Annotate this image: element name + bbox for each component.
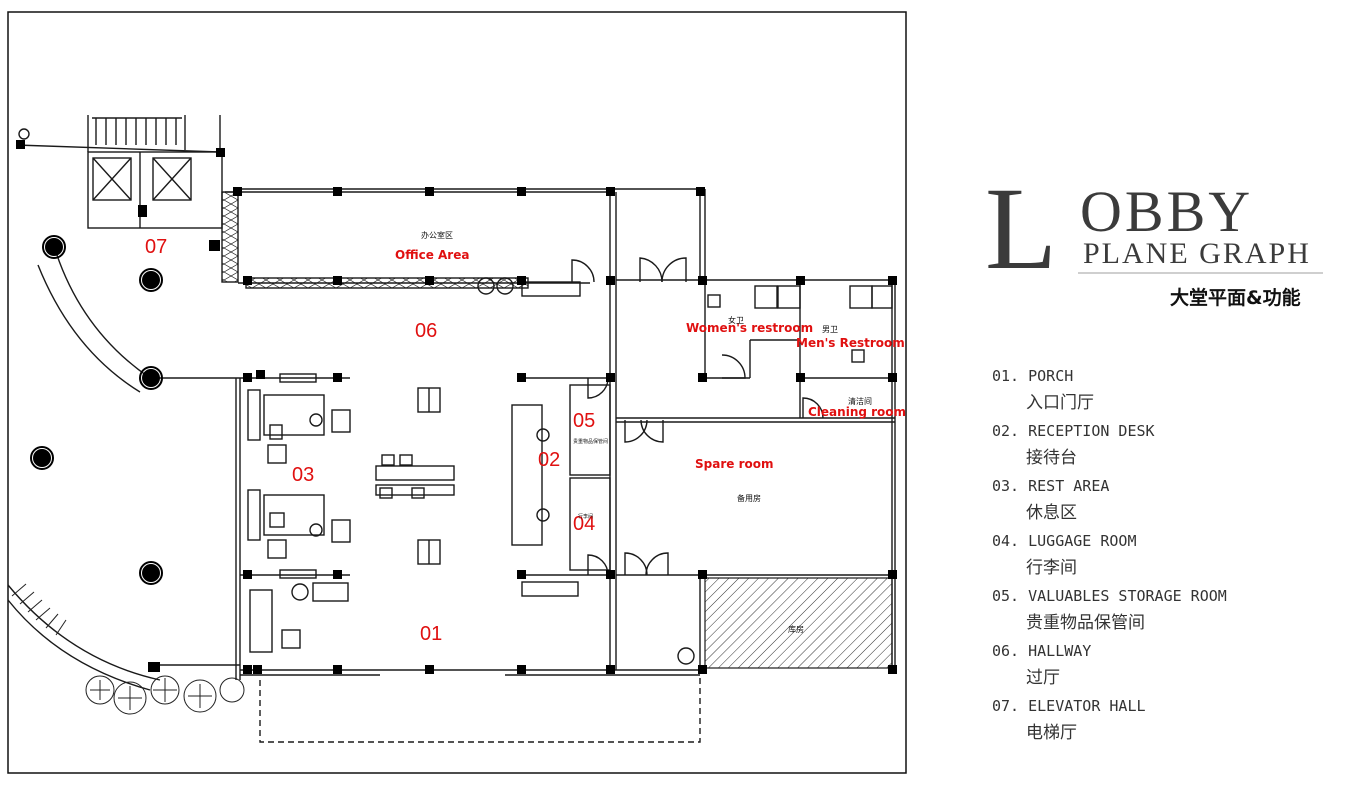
legend-en: 06. HALLWAY	[992, 642, 1092, 660]
label-office-area: Office Area	[395, 248, 469, 262]
legend-item: 07. ELEVATOR HALL 电梯厅	[992, 694, 1227, 749]
legend-en: 07. ELEVATOR HALL	[992, 697, 1146, 715]
legend-item: 06. HALLWAY 过厅	[992, 639, 1227, 694]
label-cn-spare: 备用房	[737, 493, 761, 503]
square-columns	[16, 140, 897, 674]
room-labels-cn: 办公室区 女卫 男卫 清洁间 备用房 库房 贵重物品保管间 行李间	[421, 230, 872, 634]
title-divider	[1078, 272, 1323, 274]
label-cleaning-room: Cleaning room	[808, 405, 906, 419]
room-number-04: 04	[573, 513, 595, 535]
plan-frame	[7, 11, 907, 774]
legend-en: 02. RECEPTION DESK	[992, 422, 1155, 440]
legend-en: 01. PORCH	[992, 367, 1074, 385]
legend-item: 04. LUGGAGE ROOM 行李间	[992, 529, 1227, 584]
walls	[7, 115, 896, 743]
legend-cn: 入口门厅	[1026, 393, 1094, 413]
legend-cn: 电梯厅	[1026, 723, 1077, 743]
legend-cn: 过厅	[1026, 668, 1060, 688]
legend-cn: 接待台	[1026, 448, 1077, 468]
legend-item: 01. PORCH 入口门厅	[992, 364, 1227, 419]
label-cn-womens: 女卫	[728, 315, 744, 325]
label-mens-restroom: Men's Restroom	[796, 336, 905, 350]
legend-item: 02. RECEPTION DESK 接待台	[992, 419, 1227, 474]
room-numbers: 07 06 03 05 02 04 01	[145, 236, 595, 645]
legend-cn: 行李间	[1026, 558, 1077, 578]
legend-cn: 贵重物品保管间	[1026, 613, 1145, 633]
legend: 01. PORCH 入口门厅 02. RECEPTION DESK 接待台 03. …	[992, 364, 1227, 749]
plantings	[85, 675, 245, 715]
room-number-06: 06	[415, 320, 437, 342]
room-number-01: 01	[420, 623, 442, 645]
label-spare-room: Spare room	[695, 457, 773, 471]
legend-en: 03. REST AREA	[992, 477, 1110, 495]
title-subtitle: PLANE GRAPH	[1083, 237, 1311, 270]
label-cn-storage: 库房	[788, 624, 804, 634]
room-labels-en: Office Area Women's restroom Men's Restr…	[395, 248, 906, 471]
legend-item: 03. REST AREA 休息区	[992, 474, 1227, 529]
legend-cn: 休息区	[1026, 503, 1077, 523]
room-number-02: 02	[538, 449, 560, 471]
legend-en: 05. VALUABLES STORAGE ROOM	[992, 587, 1227, 605]
lower-left-stair	[11, 583, 67, 636]
title-chinese: 大堂平面&功能	[1170, 287, 1301, 309]
label-cn-cleaning: 清洁间	[848, 396, 872, 406]
room-number-05: 05	[573, 410, 595, 432]
legend-en: 04. LUGGAGE ROOM	[992, 532, 1137, 550]
room-number-07: 07	[145, 236, 167, 258]
room-number-03: 03	[292, 464, 314, 486]
label-cn-luggage: 行李间	[578, 513, 593, 520]
storage-hatch	[704, 577, 893, 669]
title-big-letter: L	[985, 163, 1058, 294]
label-womens-restroom: Women's restroom	[686, 321, 813, 335]
legend-item: 05. VALUABLES STORAGE ROOM 贵重物品保管间	[992, 584, 1227, 639]
round-columns	[30, 235, 163, 585]
label-cn-valuables: 贵重物品保管间	[573, 438, 608, 445]
label-cn-mens: 男卫	[822, 325, 838, 334]
label-cn-office: 办公室区	[421, 230, 453, 240]
title-obby: OBBY	[1080, 179, 1254, 244]
